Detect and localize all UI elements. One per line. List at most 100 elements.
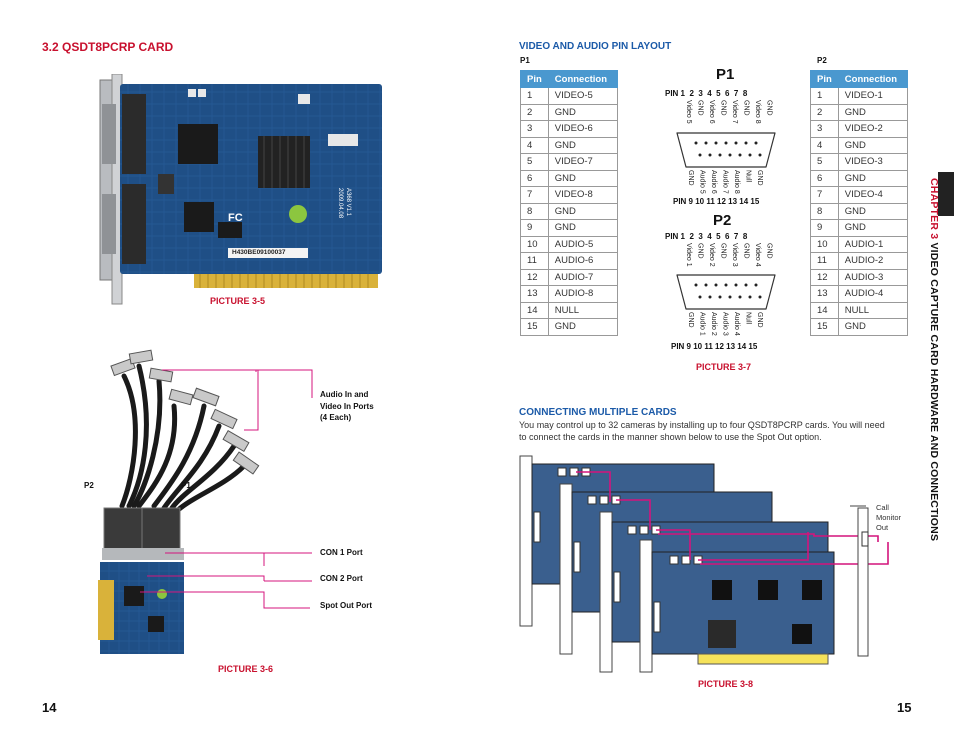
- fcc-mark: FC: [228, 212, 243, 224]
- pin-label: Video 4: [754, 243, 761, 267]
- pin-cell: 15: [810, 318, 839, 336]
- p2-table-label: P2: [817, 56, 827, 65]
- connection-cell: VIDEO-4: [837, 186, 908, 204]
- pin-label: Audio 2: [710, 312, 717, 336]
- pin-label: GND: [687, 312, 694, 328]
- connection-cell: VIDEO-5: [547, 87, 618, 105]
- p1-db15-connector: [676, 132, 776, 168]
- pin-label: Video 3: [731, 243, 738, 267]
- connection-cell: NULL: [547, 301, 618, 319]
- pin-label: Audio 8: [733, 170, 740, 194]
- pin-label: GND: [687, 170, 694, 186]
- picture-3-7-caption: PICTURE 3-7: [696, 362, 752, 372]
- chapter-side-title: CHAPTER 3 VIDEO CAPTURE CARD HARDWARE AN…: [920, 178, 940, 541]
- card-date-line: 2009.04.08: [337, 188, 343, 219]
- connection-cell: AUDIO-4: [837, 285, 908, 303]
- pin-label: GND: [765, 100, 773, 116]
- pin-cell: 7: [520, 186, 549, 204]
- pin-cell: 5: [520, 153, 549, 171]
- connection-cell: AUDIO-5: [547, 235, 618, 253]
- connection-cell: GND: [547, 136, 618, 154]
- pin-label: GND: [696, 100, 704, 116]
- pin-label: Video 6: [708, 100, 715, 124]
- capture-card-photo: [99, 74, 382, 305]
- pin-label: Audio 3: [721, 312, 729, 336]
- connection-cell: GND: [547, 103, 618, 121]
- pin-cell: 14: [810, 301, 839, 319]
- pin-header: Pin: [810, 70, 839, 88]
- chapter-title: VIDEO CAPTURE CARD HARDWARE AND CONNECTI…: [928, 242, 940, 542]
- pin-label: Video 8: [754, 100, 761, 124]
- connection-cell: GND: [837, 219, 908, 237]
- pin-cell: 1: [520, 87, 549, 105]
- connection-cell: AUDIO-8: [547, 285, 618, 303]
- callout-con1: CON 1 Port: [320, 548, 363, 557]
- serial-sticker: H430BE09100037: [232, 249, 286, 256]
- picture-3-5-caption: PICTURE 3-5: [210, 296, 266, 306]
- connection-cell: NULL: [837, 301, 908, 319]
- connection-cell: GND: [837, 318, 908, 336]
- callout-con2: CON 2 Port: [320, 574, 363, 583]
- chapter-label: CHAPTER 3: [928, 178, 940, 240]
- connection-cell: VIDEO-1: [837, 87, 908, 105]
- connection-cell: AUDIO-6: [547, 252, 618, 270]
- connection-header: Connection: [837, 70, 908, 88]
- pin-cell: 9: [520, 219, 549, 237]
- pin-label: Video 1: [685, 243, 692, 267]
- connection-header: Connection: [547, 70, 618, 88]
- pin-label: GND: [719, 100, 727, 116]
- pin-cell: 1: [810, 87, 839, 105]
- diagram-p1-title: P1: [716, 66, 735, 83]
- pin-cell: 5: [810, 153, 839, 171]
- cable-harness-photo: [98, 349, 260, 654]
- pin-cell: 6: [520, 169, 549, 187]
- connection-cell: GND: [547, 219, 618, 237]
- pin-cell: 4: [810, 136, 839, 154]
- pin-cell: 3: [520, 120, 549, 138]
- page-number-left: 14: [42, 700, 57, 715]
- connection-cell: VIDEO-7: [547, 153, 618, 171]
- pin-cell: 15: [520, 318, 549, 336]
- pin-cell: 4: [520, 136, 549, 154]
- pin-cell: 11: [520, 252, 549, 270]
- pin-label: Video 2: [708, 243, 715, 267]
- pin-label: Audio 7: [721, 170, 729, 194]
- connection-cell: GND: [547, 202, 618, 220]
- connection-cell: VIDEO-6: [547, 120, 618, 138]
- pin-cell: 8: [810, 202, 839, 220]
- pin-label: Null: [744, 170, 752, 183]
- connection-cell: GND: [837, 169, 908, 187]
- pin-label: GND: [756, 170, 763, 186]
- pin-cell: 14: [520, 301, 549, 319]
- pin-label: Video 7: [731, 100, 738, 124]
- pin-cell: 2: [810, 103, 839, 121]
- pin-label: GND: [756, 312, 763, 328]
- connection-cell: AUDIO-7: [547, 268, 618, 286]
- page-number-right: 15: [897, 700, 912, 715]
- connection-cell: GND: [837, 136, 908, 154]
- section-title: 3.2 QSDT8PCRP CARD: [42, 40, 174, 54]
- multiple-cards-body: You may control up to 32 cameras by inst…: [519, 420, 885, 442]
- pin-cell: 11: [810, 252, 839, 270]
- diagram-p2-title: P2: [713, 212, 732, 229]
